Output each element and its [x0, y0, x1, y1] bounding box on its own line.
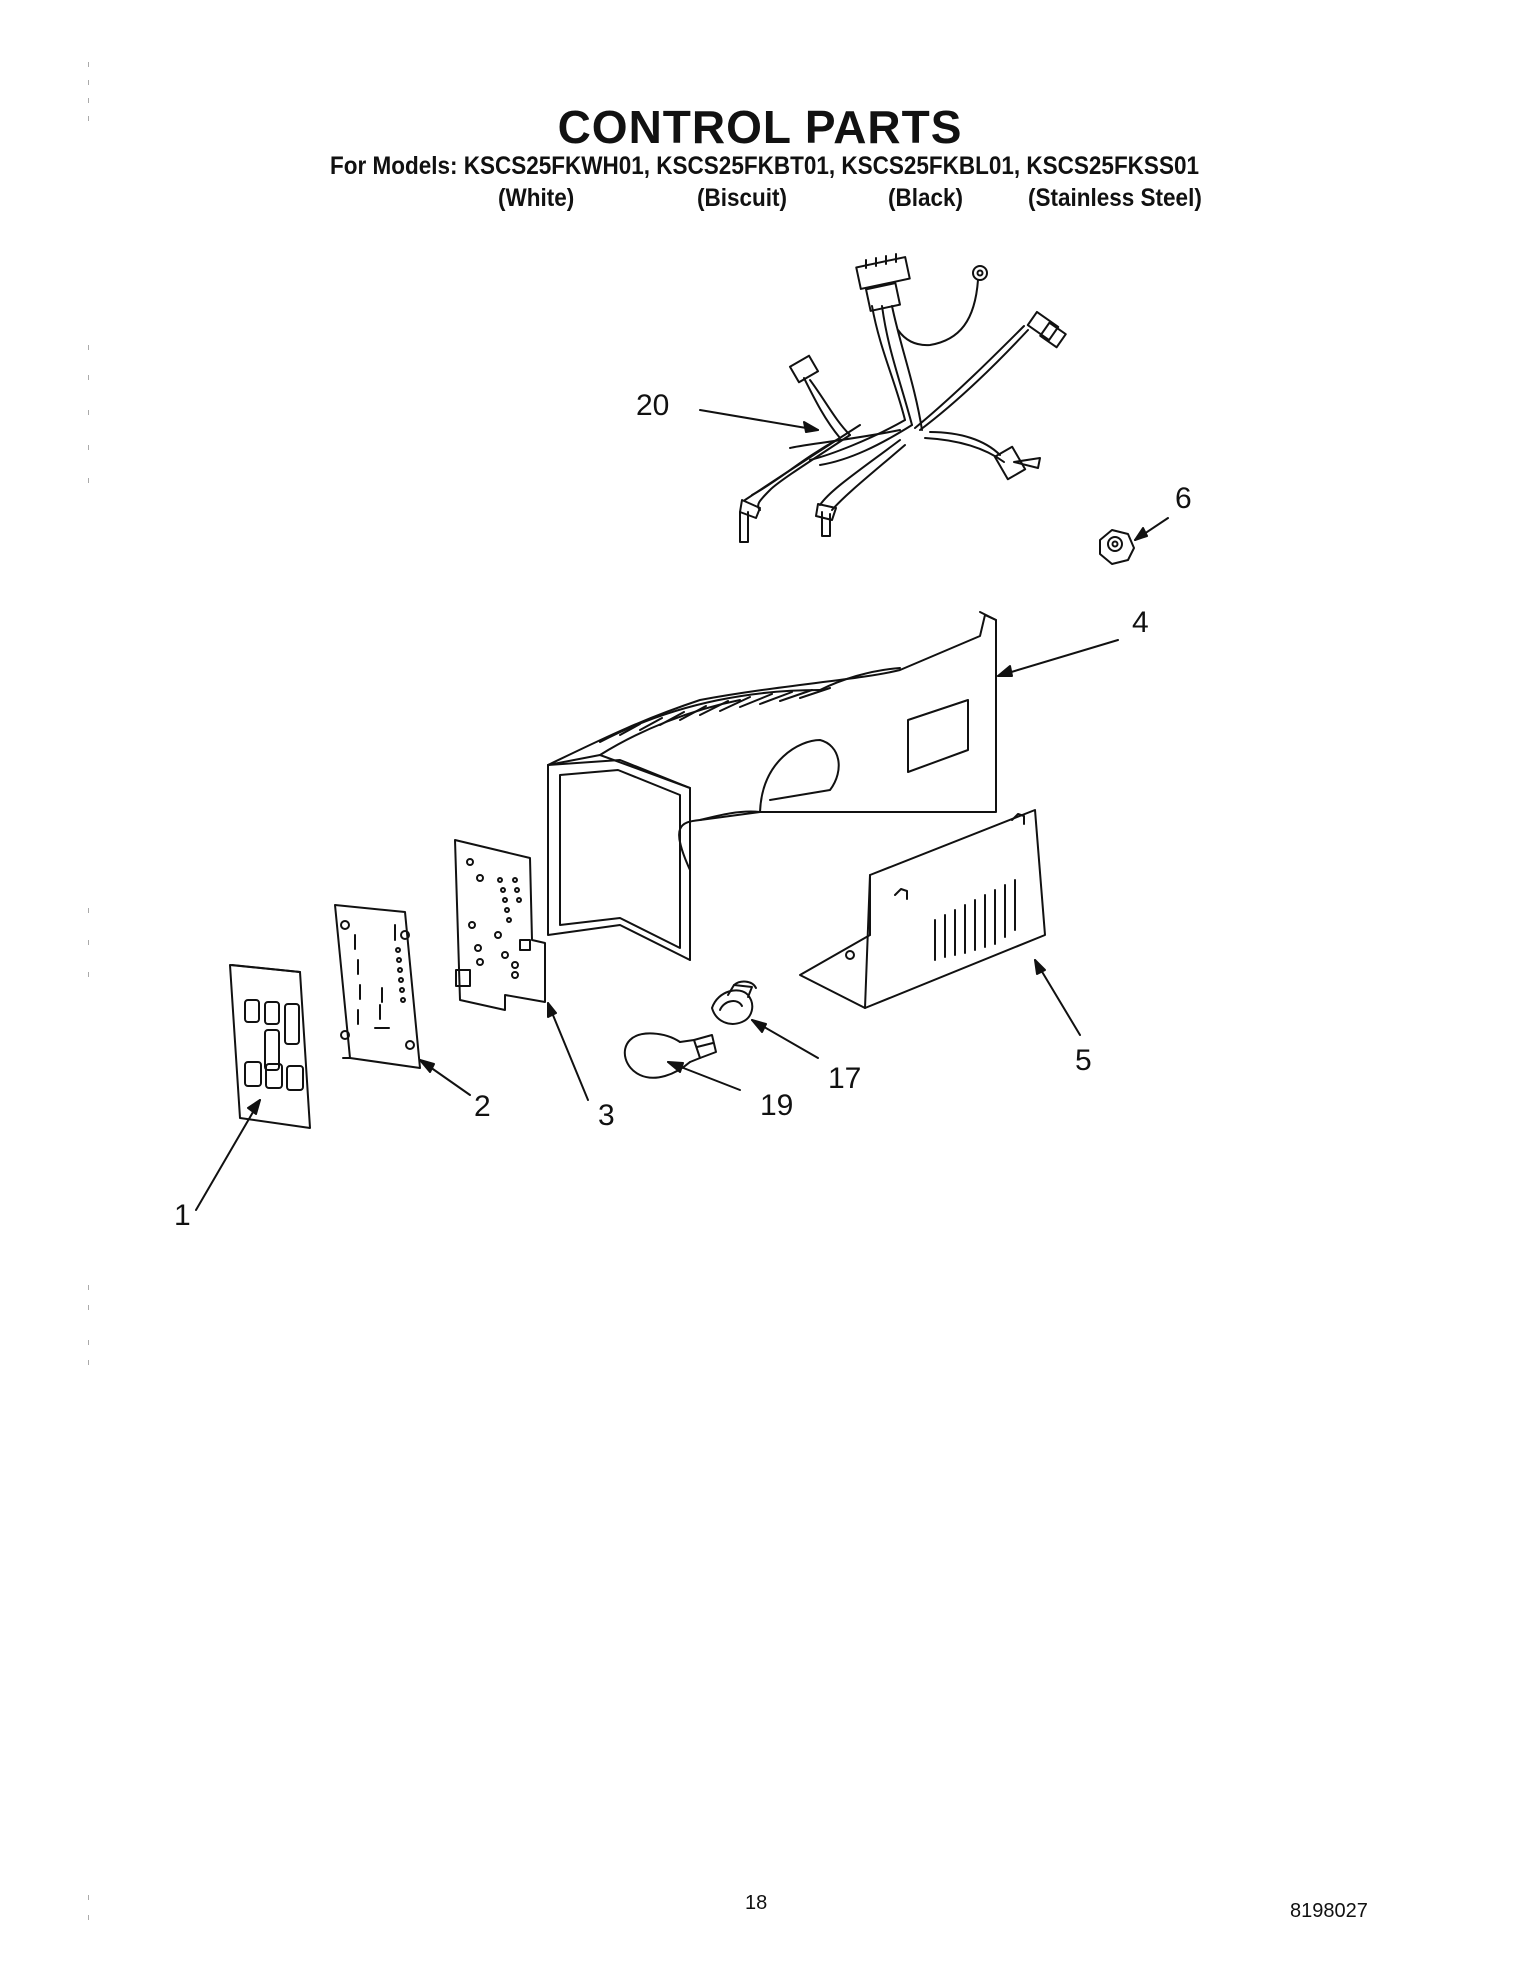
- callout-3: 3: [598, 1099, 615, 1132]
- wire-harness-part-20: [699, 253, 1067, 543]
- color-white: (White): [498, 184, 575, 212]
- page-title: CONTROL PARTS: [557, 101, 963, 153]
- callout-2: 2: [474, 1090, 491, 1123]
- callout-19: 19: [760, 1089, 793, 1122]
- callout-1: 1: [174, 1199, 191, 1232]
- models-line: For Models: KSCS25FKWH01, KSCS25FKBT01, …: [330, 152, 1199, 180]
- bulb-part-19: [623, 1032, 741, 1091]
- housing-part-4: [547, 611, 1119, 961]
- cover-part-5: [799, 809, 1081, 1036]
- socket-part-17: [711, 980, 819, 1059]
- callout-5: 5: [1075, 1044, 1092, 1077]
- color-stainless-steel: (Stainless Steel): [1028, 184, 1202, 212]
- overlay-part-1: [195, 964, 311, 1211]
- control-plate-part-2: [334, 904, 471, 1096]
- callout-6: 6: [1175, 482, 1192, 515]
- callout-17: 17: [828, 1062, 861, 1095]
- page-number: 18: [745, 1892, 768, 1914]
- document-number: 8198027: [1290, 1900, 1368, 1922]
- callout-20: 20: [636, 389, 669, 422]
- color-black: (Black): [888, 184, 964, 212]
- callout-4: 4: [1132, 606, 1149, 639]
- circuit-board-part-3: [454, 839, 589, 1101]
- fastener-part-6: [1099, 517, 1169, 565]
- color-biscuit: (Biscuit): [697, 184, 787, 212]
